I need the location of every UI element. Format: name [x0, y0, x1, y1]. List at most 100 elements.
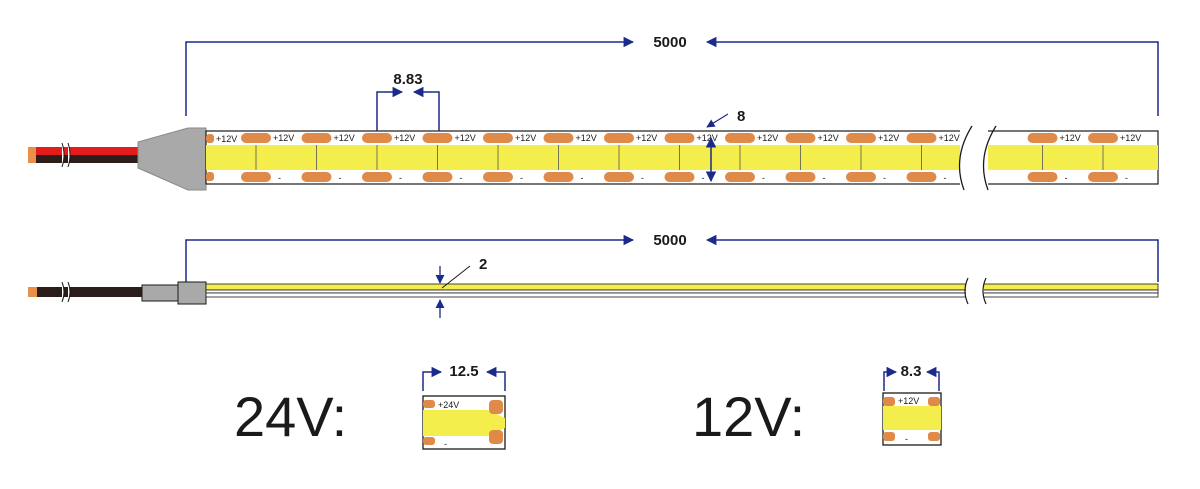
- detail-12v-segment: +12V -: [882, 392, 942, 446]
- solder-pad: [664, 172, 695, 182]
- pad-label: +12V: [697, 133, 718, 143]
- solder-pad: [604, 133, 634, 143]
- pad-label: +12V: [455, 133, 476, 143]
- detail-24v-pad: [423, 437, 435, 445]
- black-wire: [30, 155, 142, 163]
- side-length-label: 5000: [653, 232, 686, 249]
- neg-label: -: [1065, 173, 1068, 183]
- detail-24v-pitch-dimension: 12.5: [422, 363, 506, 391]
- thickness-dimension: 2: [435, 256, 487, 318]
- pad-label: +12V: [1120, 133, 1141, 143]
- side-break-mark: [964, 277, 987, 305]
- side-backing-layer: [205, 292, 1159, 298]
- neg-label: -: [823, 173, 826, 183]
- pad-label: +12V: [334, 133, 355, 143]
- top-view: 5000 +12V+12V-+12V-+12V-+12V-+12V-+12V-+…: [28, 34, 1159, 191]
- detail-24v-pitch-label: 12.5: [449, 363, 478, 380]
- end-pad: [206, 172, 214, 181]
- solder-pad: [664, 133, 695, 143]
- solder-pad: [301, 133, 332, 143]
- pad-label: +12V: [1060, 133, 1081, 143]
- side-view: 5000 2: [28, 232, 1159, 318]
- detail-24v-pad: [489, 430, 503, 444]
- pad-label: +12V: [216, 134, 237, 144]
- solder-pad: [483, 172, 513, 182]
- neg-label: -: [520, 173, 523, 183]
- side-pcb-layer: [205, 289, 1159, 294]
- detail-12v-pad: [883, 432, 895, 441]
- pitch-label: 8.83: [393, 71, 422, 88]
- solder-pad: [604, 172, 634, 182]
- solder-pad: [1088, 133, 1118, 143]
- neg-label: -: [399, 173, 402, 183]
- detail-12v-pos-label: +12V: [898, 396, 919, 406]
- neg-label: -: [1125, 173, 1128, 183]
- detail-12v-neg-label: -: [905, 434, 908, 444]
- detail-24v-led-band: [423, 410, 505, 436]
- neg-label: -: [278, 173, 281, 183]
- neg-label: -: [581, 173, 584, 183]
- solder-pad: [1027, 133, 1058, 143]
- side-wire-break-mark: [61, 281, 71, 303]
- voltage-12v-label: 12V:: [692, 385, 805, 448]
- pad-label: +12V: [394, 133, 415, 143]
- pad-label: +12V: [939, 133, 960, 143]
- side-end-cap: [177, 281, 207, 305]
- solder-pad: [543, 133, 574, 143]
- led-strip-top: +12V +12V - +12V - +12V - +12V - +12V - +12V - +12V - +…: [205, 125, 1159, 191]
- top-length-label: 5000: [653, 34, 686, 51]
- detail-24v-pad: [489, 400, 503, 414]
- width-label: 8: [737, 108, 745, 125]
- pad-label: +12V: [515, 133, 536, 143]
- solder-pad: [362, 172, 392, 182]
- detail-24v: 24V: 12.5 +24V -: [234, 363, 506, 450]
- detail-12v-pad: [928, 432, 940, 441]
- solder-pad: [725, 172, 755, 182]
- side-length-dimension: 5000: [185, 232, 1159, 282]
- solder-pad: [846, 133, 876, 143]
- solder-pad: [362, 133, 392, 143]
- strip-break-mark: [958, 125, 997, 191]
- pitch-dimension: 8.83: [376, 71, 440, 131]
- solder-pad: [906, 172, 937, 182]
- side-led-layer: [205, 283, 1159, 291]
- side-wire-tip: [28, 287, 37, 297]
- solder-pad: [483, 133, 513, 143]
- neg-label: -: [641, 173, 644, 183]
- solder-pad: [301, 172, 332, 182]
- neg-label: -: [339, 173, 342, 183]
- strip-pads: +12V +12V - +12V - +12V - +12V - +12V - +12V - +12V - +…: [206, 133, 1141, 183]
- neg-label: -: [460, 173, 463, 183]
- detail-24v-neg-label: -: [444, 439, 447, 449]
- neg-label: -: [762, 173, 765, 183]
- detail-12v-pad: [928, 397, 940, 406]
- side-sleeve: [141, 284, 179, 302]
- detail-12v: 12V: 8.3 +12V -: [692, 363, 942, 448]
- detail-12v-pitch-dimension: 8.3: [883, 363, 940, 391]
- detail-24v-segment: +24V -: [422, 395, 506, 450]
- solder-pad: [241, 172, 271, 182]
- pad-label: +12V: [878, 133, 899, 143]
- neg-label: -: [883, 173, 886, 183]
- led-emitting-band: [206, 145, 1158, 170]
- solder-pad: [785, 172, 816, 182]
- neg-label: -: [702, 173, 705, 183]
- pad-label: +12V: [757, 133, 778, 143]
- neg-label: -: [944, 173, 947, 183]
- solder-pad: [1088, 172, 1118, 182]
- solder-pad: [422, 172, 453, 182]
- solder-pad: [906, 133, 937, 143]
- detail-12v-pitch-label: 8.3: [901, 363, 922, 380]
- red-wire: [30, 147, 142, 155]
- top-length-dimension: 5000: [185, 34, 1159, 116]
- solder-pad: [846, 172, 876, 182]
- detail-12v-pad: [883, 397, 895, 406]
- voltage-24v-label: 24V:: [234, 385, 347, 448]
- wire-tip: [28, 147, 36, 163]
- pad-label: +12V: [576, 133, 597, 143]
- wire-break-mark: [61, 142, 71, 168]
- solder-pad: [422, 133, 453, 143]
- width-dimension: 8: [705, 108, 745, 183]
- detail-24v-pos-label: +24V: [438, 400, 459, 410]
